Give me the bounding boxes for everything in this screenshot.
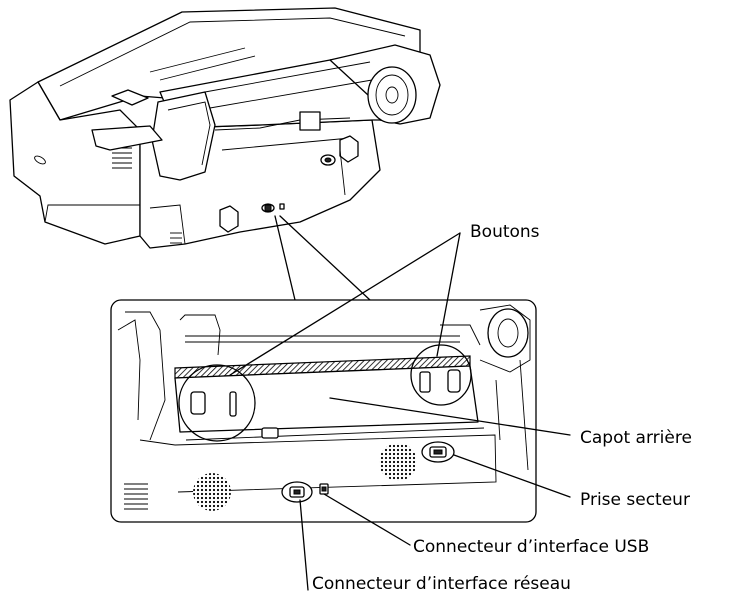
button-circle-left: [178, 364, 256, 442]
speaker-grille-right: [379, 443, 417, 481]
speaker-grille-left: [193, 473, 231, 511]
left-vent: [112, 147, 132, 169]
callout-line-right: [279, 215, 371, 301]
inset-zoom: [110, 299, 537, 523]
callout-line-left: [274, 215, 296, 301]
leader-lines: [229, 232, 571, 591]
label-usb-connector: Connecteur d’interface USB: [413, 537, 649, 557]
label-rear-cover: Capot arrière: [580, 428, 692, 448]
printer-illustration: [9, 7, 441, 249]
label-power-socket: Prise secteur: [580, 490, 690, 510]
rear-cover-panel: [174, 365, 479, 433]
label-buttons: Boutons: [470, 222, 540, 242]
inset-vent: [124, 483, 148, 510]
label-network-connector: Connecteur d’interface réseau: [312, 574, 571, 594]
button-circle-right: [410, 344, 472, 406]
